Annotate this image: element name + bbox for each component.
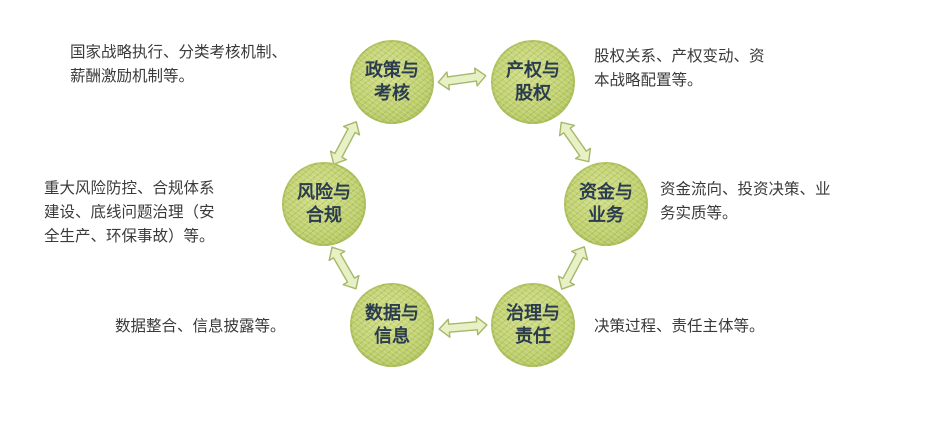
desc-policy: 国家战略执行、分类考核机制、 薪酬激励机制等。 xyxy=(70,40,287,88)
desc-line: 股权关系、产权变动、资 xyxy=(594,47,765,65)
desc-equity: 股权关系、产权变动、资 本战略配置等。 xyxy=(594,44,765,92)
arrow-policy-equity xyxy=(436,66,488,92)
node-policy: 政策与 考核 xyxy=(350,40,434,124)
node-data: 数据与 信息 xyxy=(350,283,434,367)
desc-risk: 重大风险防控、合规体系 建设、底线问题治理（安 全生产、环保事故）等。 xyxy=(44,176,215,248)
arrow-risk-policy xyxy=(325,116,365,170)
desc-line: 本战略配置等。 xyxy=(594,71,703,89)
desc-line: 资金流向、投资决策、业 xyxy=(660,180,831,198)
node-risk: 风险与 合规 xyxy=(282,162,366,246)
node-governance: 治理与 责任 xyxy=(491,283,575,367)
desc-line: 薪酬激励机制等。 xyxy=(70,67,195,85)
node-capital: 资金与 业务 xyxy=(564,162,648,246)
desc-line: 建设、底线问题治理（安 xyxy=(44,203,215,221)
desc-line: 重大风险防控、合规体系 xyxy=(44,179,215,197)
node-data-label: 数据与 信息 xyxy=(365,303,419,347)
desc-line: 数据整合、信息披露等。 xyxy=(115,317,286,335)
node-equity: 产权与 股权 xyxy=(491,40,575,124)
arrow-capital-governance xyxy=(553,241,593,295)
node-governance-label: 治理与 责任 xyxy=(506,303,560,347)
node-policy-label: 政策与 考核 xyxy=(365,60,419,104)
desc-capital: 资金流向、投资决策、业 务实质等。 xyxy=(660,177,831,225)
arrow-equity-capital xyxy=(553,116,597,168)
desc-line: 决策过程、责任主体等。 xyxy=(594,317,765,335)
desc-data: 数据整合、信息披露等。 xyxy=(115,314,286,338)
node-risk-label: 风险与 合规 xyxy=(297,182,351,226)
node-capital-label: 资金与 业务 xyxy=(579,182,633,226)
desc-governance: 决策过程、责任主体等。 xyxy=(594,314,765,338)
desc-line: 国家战略执行、分类考核机制、 xyxy=(70,43,288,61)
node-equity-label: 产权与 股权 xyxy=(506,60,560,104)
arrow-governance-data xyxy=(437,315,489,339)
arrow-data-risk xyxy=(323,242,365,294)
desc-line: 务实质等。 xyxy=(660,204,738,222)
desc-line: 全生产、环保事故）等。 xyxy=(44,227,215,245)
